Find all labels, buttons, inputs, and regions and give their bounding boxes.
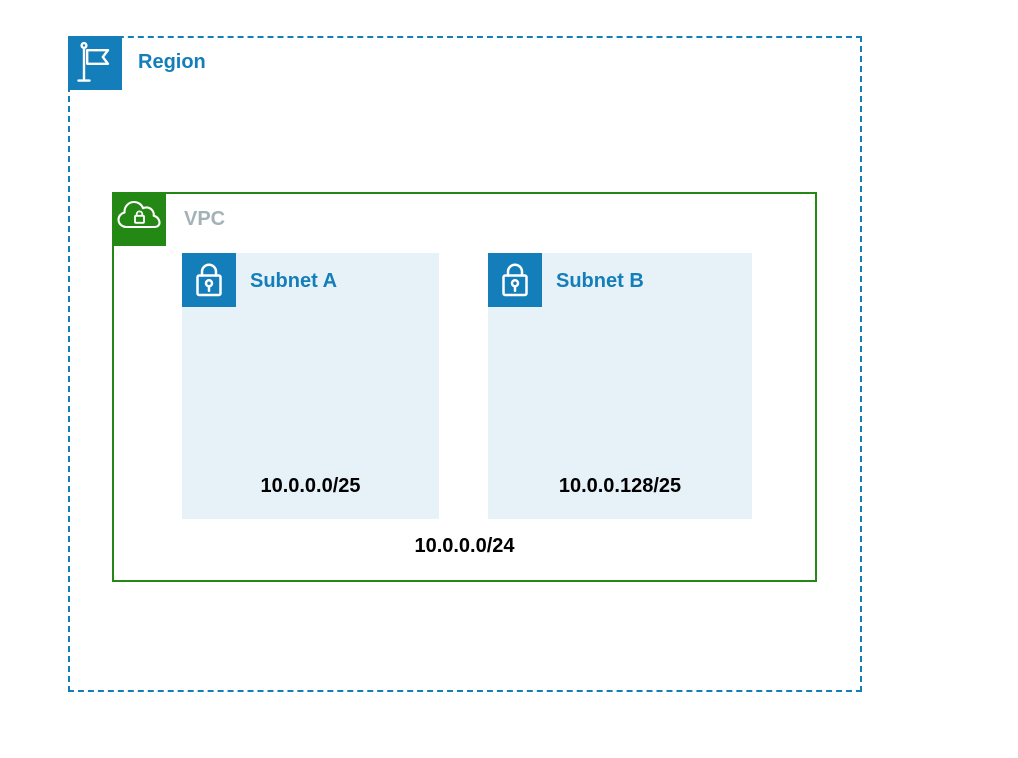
subnet-a-cidr: 10.0.0.0/25 [260, 475, 361, 497]
subnet-b-cidr: 10.0.0.128/25 [558, 475, 682, 497]
subnet-a-label: Subnet A [250, 270, 338, 292]
subnet-lock-icon [182, 253, 236, 307]
region-flag-icon [68, 36, 122, 90]
subnet-a-group: Subnet A 10.0.0.0/25 [182, 253, 439, 519]
subnet-lock-icon [488, 253, 542, 307]
vpc-cidr: 10.0.0.0/24 [414, 535, 515, 557]
subnet-b-label: Subnet B [556, 270, 644, 292]
vpc-label: VPC [184, 208, 226, 230]
region-label: Region [138, 51, 206, 73]
vpc-group: VPC Subnet A 10.0.0.0/25 [112, 192, 817, 582]
region-group: Region VPC [68, 36, 862, 692]
vpc-cloud-lock-icon [112, 192, 166, 246]
subnet-b-group: Subnet B 10.0.0.128/25 [488, 253, 752, 519]
